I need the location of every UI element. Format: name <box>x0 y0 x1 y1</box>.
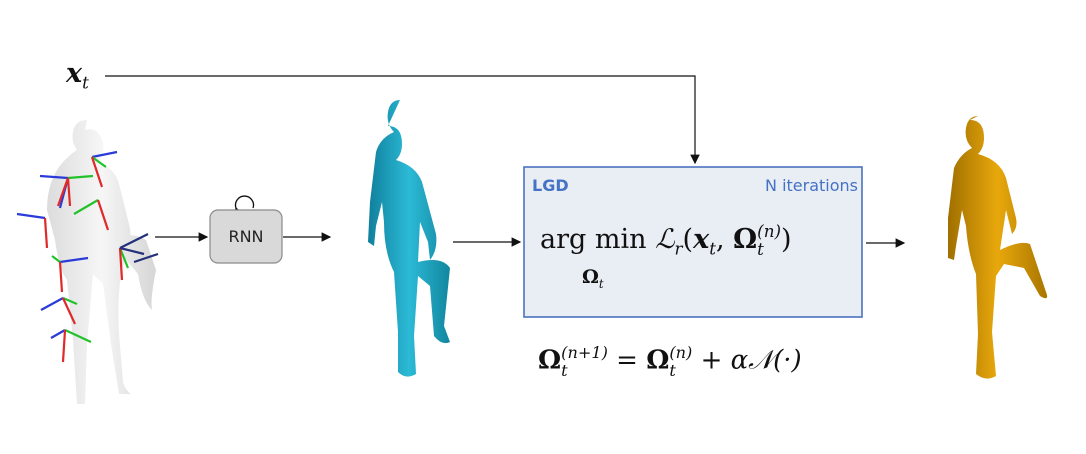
loss-subscript: r <box>674 238 683 259</box>
omega-arg: Ω <box>733 223 758 255</box>
noise-term: + α𝒩(·) <box>700 345 802 376</box>
input-skip-arrow <box>105 75 700 165</box>
equals: = <box>616 345 638 376</box>
lhs-sub: t <box>561 360 568 380</box>
lgd-block <box>523 166 863 318</box>
recurrent-loop-icon <box>234 195 255 219</box>
lhs-sup: (n+1) <box>561 343 608 362</box>
rhs-sup: (n) <box>669 343 693 362</box>
input-body-figure <box>16 120 159 404</box>
paren-open: ( <box>682 223 694 255</box>
lgd-objective: arg min ℒr(xt, Ω(n)t) <box>540 222 792 259</box>
x-symbol: x <box>66 58 83 89</box>
rhs-sub: t <box>669 360 676 380</box>
x-arg: x <box>693 223 710 255</box>
lhs-omega: Ω <box>538 345 562 376</box>
rhs-omega: Ω <box>646 345 670 376</box>
update-rule: Ω(n+1)t = Ω(n)t + α𝒩(·) <box>538 344 802 379</box>
rnn-label: RNN <box>228 227 264 246</box>
argmin-operator: arg min <box>540 223 647 255</box>
lgd-iterations-label: N iterations <box>765 176 858 195</box>
argmin-under: Ωt <box>582 266 604 291</box>
comma: , <box>715 223 725 255</box>
rnn-block <box>209 195 283 264</box>
paren-close: ) <box>781 223 792 255</box>
final-output-body-figure <box>948 116 1048 379</box>
omega-arg-sup: (n) <box>757 221 782 241</box>
lgd-title: LGD <box>532 176 569 195</box>
rnn-output-body-figure <box>368 100 450 377</box>
loss-symbol: ℒ <box>655 223 675 255</box>
input-label-xt: xt <box>66 58 89 92</box>
x-subscript: t <box>82 72 89 93</box>
under-omega-sub: t <box>598 276 604 291</box>
omega-arg-sub: t <box>757 239 764 260</box>
under-omega: Ω <box>582 266 599 288</box>
x-arg-sub: t <box>709 238 716 259</box>
